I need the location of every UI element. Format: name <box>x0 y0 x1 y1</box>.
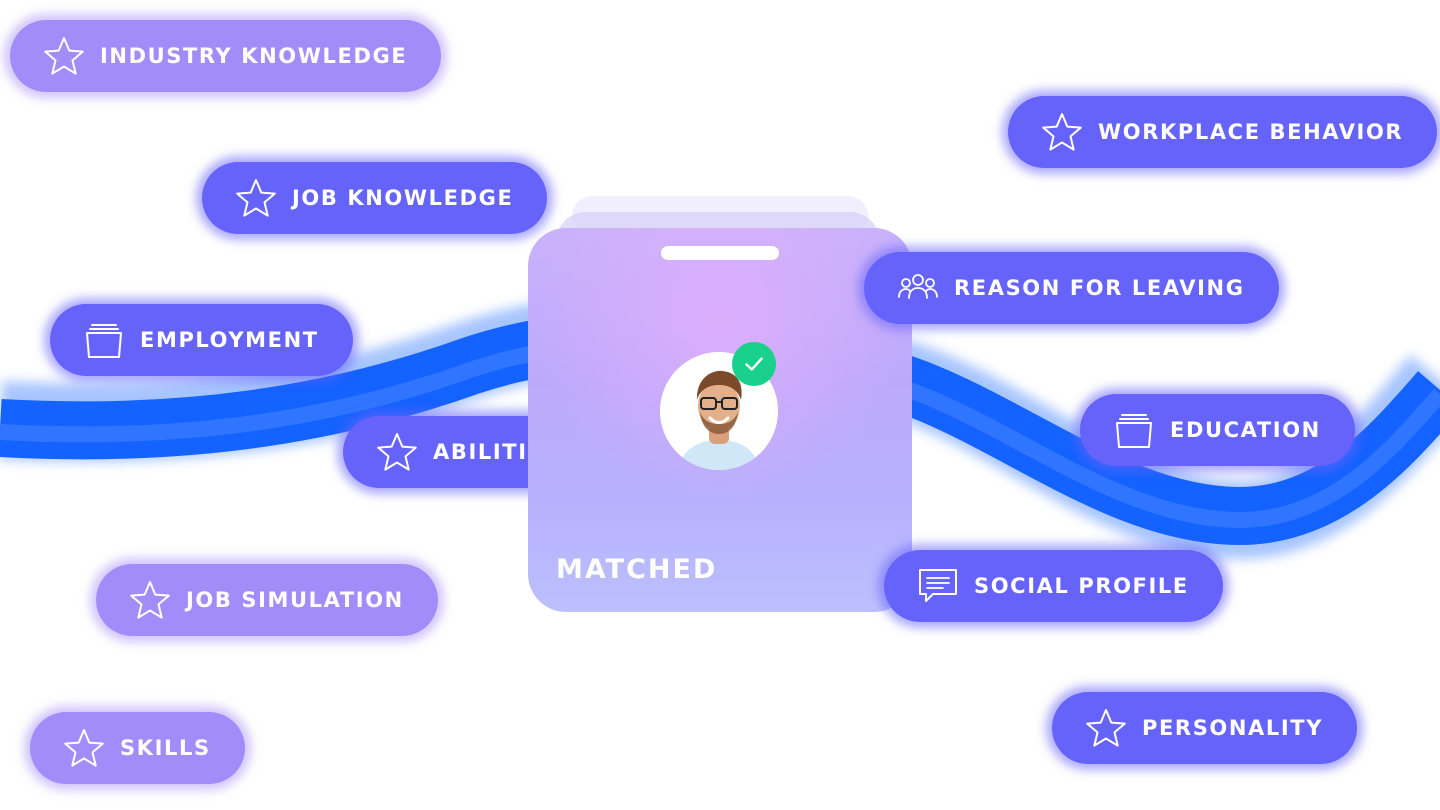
pill-personality[interactable]: PERSONALITY <box>1052 692 1358 764</box>
star-icon <box>234 176 278 220</box>
match-card[interactable]: MATCHED <box>528 228 912 612</box>
pill-label: JOB KNOWLEDGE <box>292 186 514 210</box>
star-icon <box>1040 110 1084 154</box>
card-handle <box>661 246 779 260</box>
pill-reason-for-leaving[interactable]: REASON FOR LEAVING <box>864 252 1279 324</box>
pill-social-profile[interactable]: SOCIAL PROFILE <box>884 550 1223 622</box>
star-icon <box>128 578 172 622</box>
star-icon <box>1084 706 1128 750</box>
pill-employment[interactable]: EMPLOYMENT <box>50 304 353 376</box>
pill-education[interactable]: EDUCATION <box>1080 394 1355 466</box>
star-icon <box>42 34 86 78</box>
pill-label: WORKPLACE BEHAVIOR <box>1098 120 1404 144</box>
pill-label: PERSONALITY <box>1142 716 1324 740</box>
star-icon <box>375 430 419 474</box>
pill-job-simulation[interactable]: JOB SIMULATION <box>96 564 438 636</box>
folder-icon <box>1112 408 1156 452</box>
pill-label: EMPLOYMENT <box>140 328 319 352</box>
pill-job-knowledge[interactable]: JOB KNOWLEDGE <box>202 162 548 234</box>
pill-label: SOCIAL PROFILE <box>974 574 1189 598</box>
star-icon <box>62 726 106 770</box>
pill-workplace-behavior[interactable]: WORKPLACE BEHAVIOR <box>1008 96 1438 168</box>
pill-label: INDUSTRY KNOWLEDGE <box>100 44 408 68</box>
folder-icon <box>82 318 126 362</box>
pill-industry-knowledge[interactable]: INDUSTRY KNOWLEDGE <box>10 20 442 92</box>
pill-skills[interactable]: SKILLS <box>30 712 245 784</box>
pill-label: JOB SIMULATION <box>186 588 404 612</box>
pill-label: EDUCATION <box>1170 418 1321 442</box>
people-icon <box>896 266 940 310</box>
chat-icon <box>916 564 960 608</box>
match-status-label: MATCHED <box>556 554 718 585</box>
pill-label: SKILLS <box>120 736 211 760</box>
pill-label: REASON FOR LEAVING <box>954 276 1245 300</box>
check-icon <box>732 342 776 386</box>
